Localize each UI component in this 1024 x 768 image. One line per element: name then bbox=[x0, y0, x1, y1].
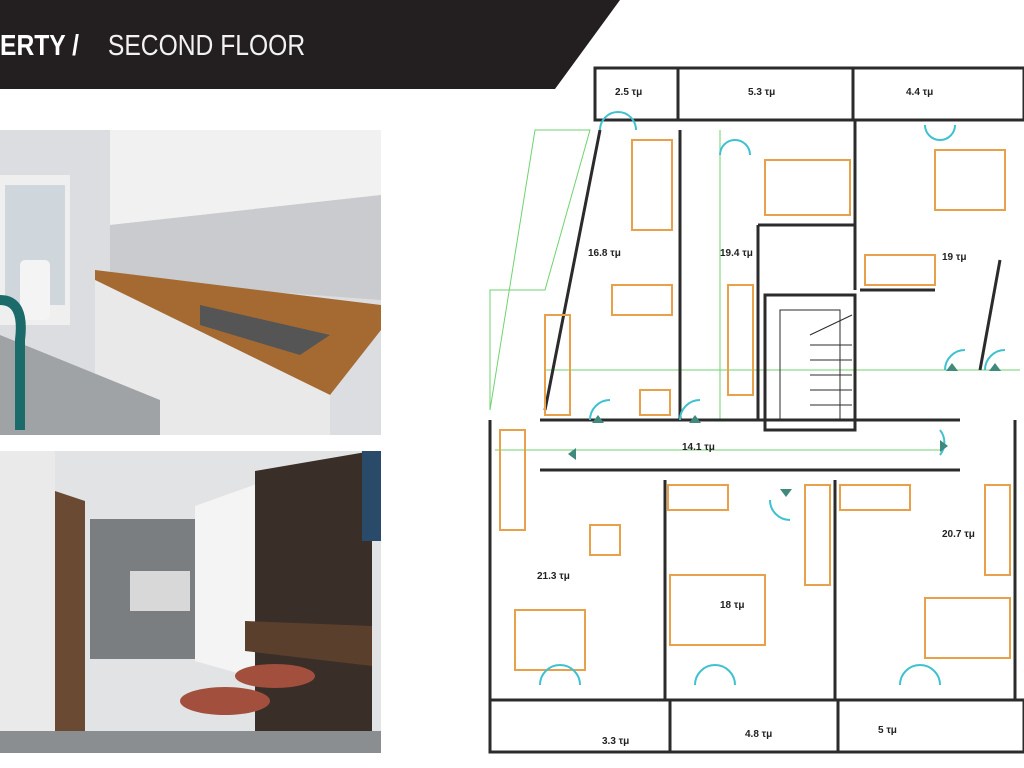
room-label: 4.4 τμ bbox=[906, 87, 933, 98]
room-label: 19.4 τμ bbox=[720, 248, 753, 259]
guide-lines bbox=[489, 129, 1020, 451]
room-label: 16.8 τμ bbox=[588, 248, 621, 259]
section-title: ERTY / bbox=[0, 30, 79, 62]
room-label: 21.3 τμ bbox=[537, 571, 570, 582]
room-label: 5 τμ bbox=[878, 725, 897, 736]
floor-subtitle: SECOND FLOOR bbox=[107, 30, 306, 62]
doors bbox=[539, 111, 1006, 686]
room-label: 4.8 τμ bbox=[745, 729, 772, 740]
page-title: ERTY / SECOND FLOOR bbox=[0, 30, 305, 63]
room-label: 3.3 τμ bbox=[602, 736, 629, 747]
room-label: 2.5 τμ bbox=[615, 87, 642, 98]
kitchen-render-image bbox=[0, 130, 381, 435]
room-label: 14.1 τμ bbox=[682, 442, 715, 453]
entry-arrows bbox=[568, 363, 1001, 497]
furniture bbox=[499, 139, 1011, 671]
room-label: 18 τμ bbox=[720, 600, 744, 611]
room-label: 19 τμ bbox=[942, 252, 966, 263]
stairs bbox=[779, 309, 853, 421]
walls bbox=[488, 66, 1024, 754]
room-label: 5.3 τμ bbox=[748, 87, 775, 98]
hallway-render-image bbox=[0, 451, 381, 753]
room-label: 20.7 τμ bbox=[942, 529, 975, 540]
header-banner bbox=[0, 0, 620, 89]
